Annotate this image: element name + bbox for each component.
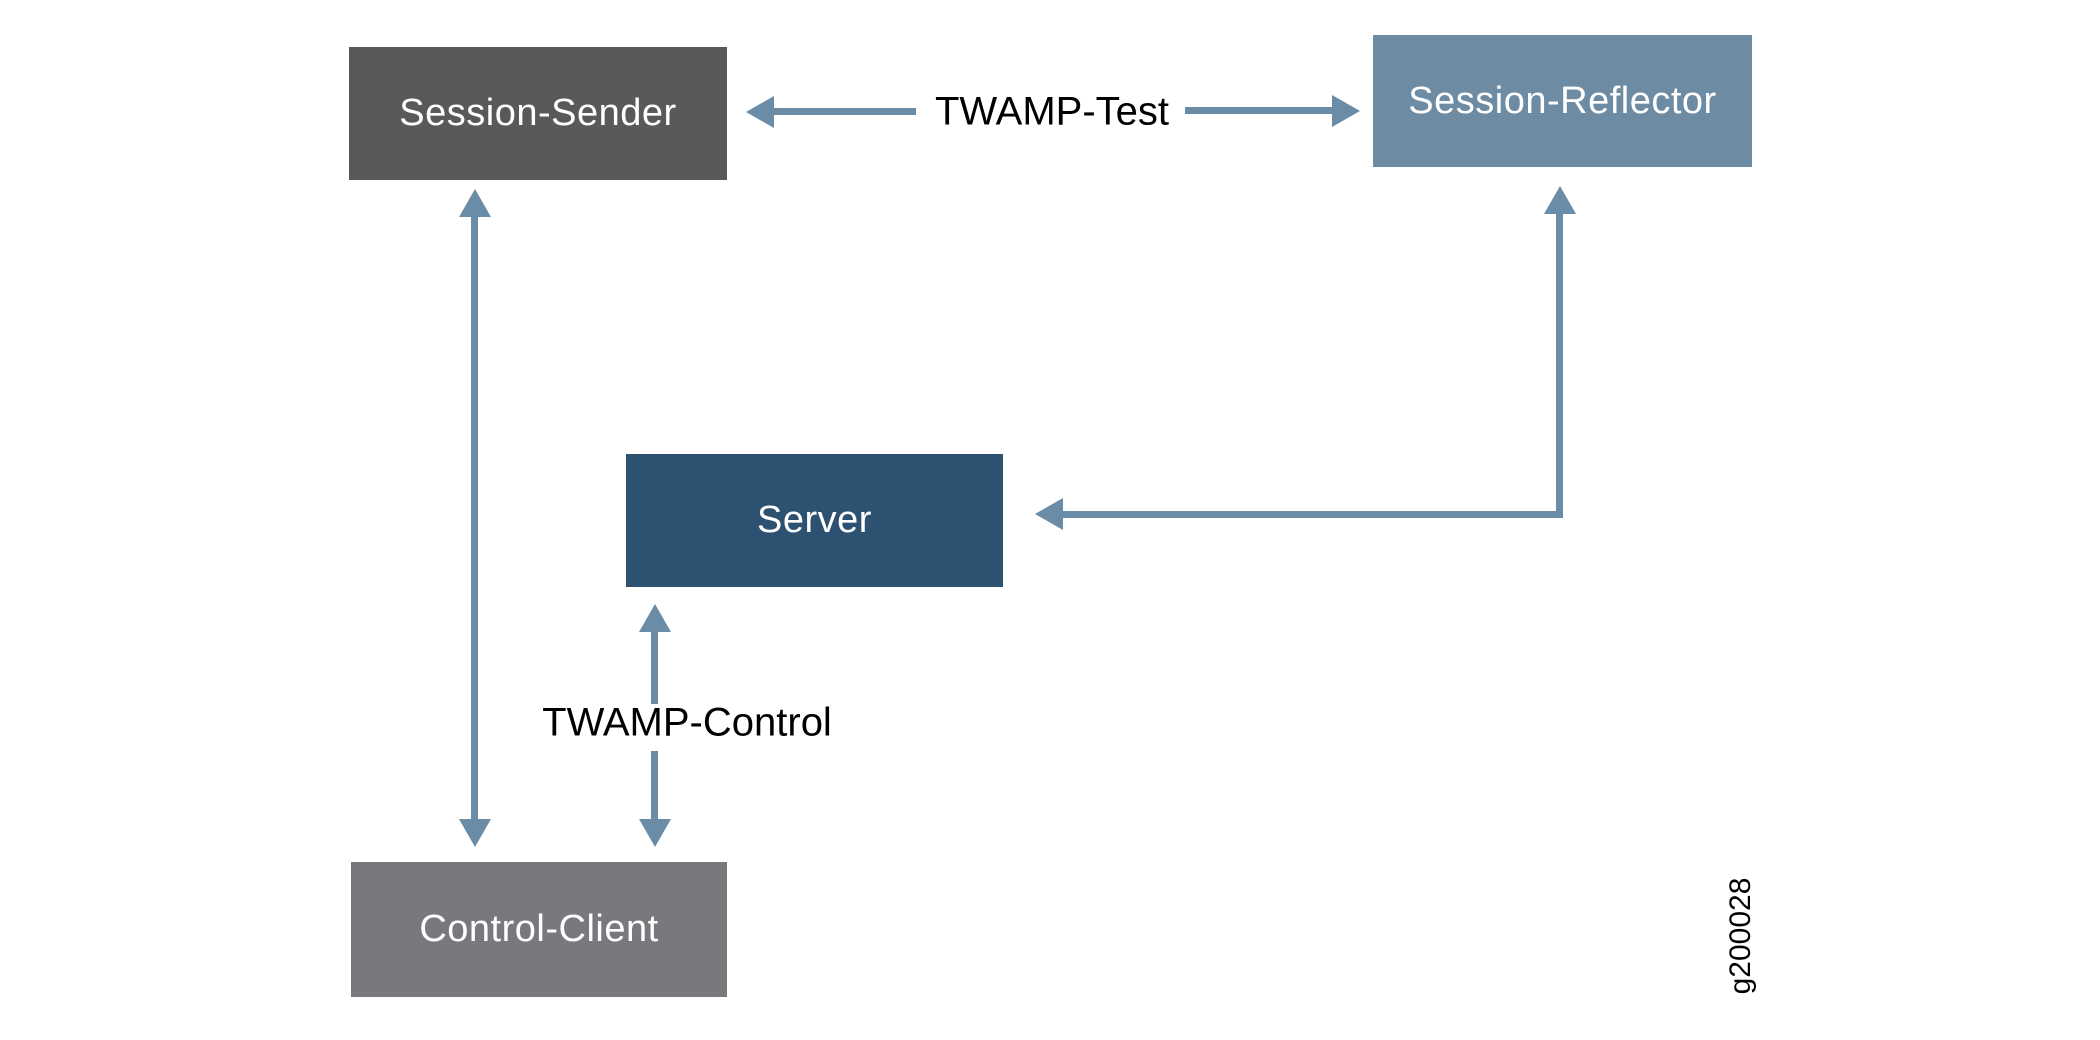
reflector-server-arrow-vertical-shaft	[1556, 211, 1563, 518]
node-control-client: Control-Client	[351, 862, 727, 997]
node-session-reflector-label: Session-Reflector	[1408, 79, 1717, 122]
twamp-test-arrow-left-shaft	[770, 108, 916, 115]
arrowhead-up-into-session-reflector	[1544, 186, 1576, 214]
reflector-server-arrow-horizontal-shaft	[1063, 511, 1563, 518]
twamp-control-arrow-upper-shaft	[651, 629, 658, 704]
edge-label-twamp-test: TWAMP-Test	[934, 89, 1170, 134]
twamp-control-arrow-lower-shaft	[651, 751, 658, 822]
arrowhead-down-into-control-client-right	[639, 819, 671, 847]
node-session-sender: Session-Sender	[349, 47, 727, 180]
node-control-client-label: Control-Client	[419, 908, 659, 950]
arrowhead-right-into-session-reflector	[1332, 95, 1360, 127]
arrowhead-up-into-server	[639, 604, 671, 632]
figure-id-watermark: g200028	[1724, 877, 1757, 995]
arrowhead-up-into-session-sender	[459, 189, 491, 217]
arrowhead-down-into-control-client-left	[459, 819, 491, 847]
node-session-sender-label: Session-Sender	[399, 92, 677, 134]
node-server-label: Server	[757, 499, 872, 541]
edge-label-twamp-control: TWAMP-Control	[542, 700, 832, 745]
arrowhead-left-into-server	[1035, 498, 1063, 530]
node-session-reflector: Session-Reflector	[1373, 35, 1752, 167]
node-server: Server	[626, 454, 1003, 587]
sender-client-arrow-shaft	[471, 214, 478, 822]
twamp-test-arrow-right-shaft	[1185, 107, 1333, 114]
arrowhead-left-into-session-sender	[746, 96, 774, 128]
